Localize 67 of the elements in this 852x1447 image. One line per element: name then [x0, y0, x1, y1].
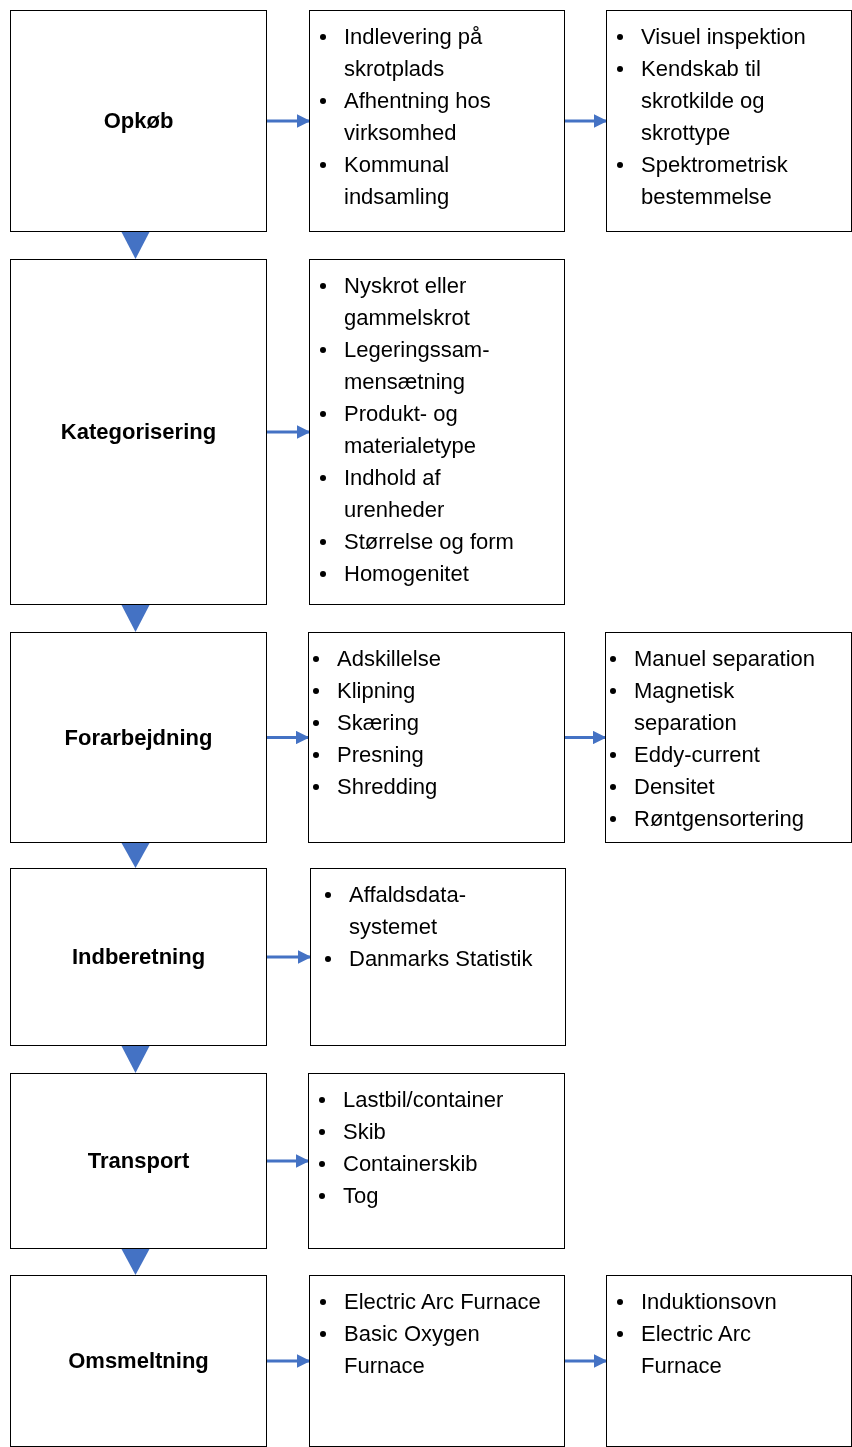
- bullet-item: Spektrometrisk bestemmelse: [641, 151, 789, 211]
- arrow: [267, 1154, 310, 1168]
- detail-box: [605, 632, 852, 843]
- step-title: Opkøb: [103, 108, 174, 134]
- arrow: [267, 950, 312, 964]
- bullet-item: Homogenitet: [344, 560, 470, 588]
- bullet-item: Produkt- og materialetype: [344, 400, 478, 460]
- bullet-item: Eddy-current: [634, 741, 761, 769]
- bullet-item: Shredding: [337, 773, 439, 801]
- bullet-item: Indhold af urenheder: [344, 464, 446, 524]
- bullet-item: Nyskrot eller gammelskrot: [344, 272, 471, 332]
- bullet-item: Klipning: [337, 677, 417, 705]
- bullet-item: Tog: [343, 1182, 380, 1210]
- arrow: [267, 1354, 311, 1368]
- down-arrow: [121, 232, 150, 259]
- detail-box: [606, 10, 852, 232]
- arrow: [565, 730, 607, 745]
- process-box: [10, 10, 267, 232]
- bullet-item: Densitet: [634, 773, 716, 801]
- arrow: [267, 730, 310, 745]
- process-box: [10, 868, 267, 1046]
- detail-box: [308, 1073, 565, 1249]
- bullet-item: Induktionsovn: [641, 1288, 778, 1316]
- bullet-item: Røntgensortering: [634, 805, 805, 833]
- bullet-item: Afhentning hos virksomhed: [344, 87, 492, 147]
- detail-box: [606, 1275, 852, 1447]
- bullet-item: Affaldsdata-systemet: [349, 881, 467, 941]
- bullet-item: Skib: [343, 1118, 387, 1146]
- process-box: [10, 1073, 267, 1249]
- step-title: Kategorisering: [60, 419, 217, 445]
- bullet-item: Containerskib: [343, 1150, 479, 1178]
- step-title: Indberetning: [71, 944, 206, 970]
- bullet-item: Basic Oxygen Furnace: [344, 1320, 481, 1380]
- step-title: Forarbejdning: [64, 724, 213, 751]
- bullet-item: Indlevering på skrotplads: [344, 23, 484, 83]
- step-title: Omsmeltning: [68, 1348, 209, 1374]
- bullet-item: Lastbil/container: [343, 1086, 505, 1114]
- process-box: [10, 1275, 267, 1447]
- bullet-item: Electric Arc Furnace: [344, 1288, 542, 1316]
- detail-box: [308, 632, 565, 843]
- detail-box: [309, 10, 565, 232]
- bullet-item: Skæring: [337, 709, 420, 737]
- arrow: [565, 114, 608, 128]
- arrow: [267, 425, 311, 439]
- arrow: [267, 114, 311, 128]
- bullet-item: Visuel inspektion: [641, 23, 807, 51]
- bullet-item: Kendskab til skrotkilde og skrottype: [641, 55, 766, 147]
- down-arrow: [121, 1046, 150, 1073]
- bullet-item: Legeringssam-mensætning: [344, 336, 491, 396]
- arrow: [565, 1354, 608, 1368]
- step-title: Transport: [87, 1148, 190, 1174]
- bullet-item: Presning: [337, 741, 425, 769]
- detail-box: [309, 259, 565, 605]
- bullet-item: Manuel separation: [634, 645, 816, 673]
- down-arrow: [121, 605, 150, 632]
- bullet-item: Danmarks Statistik: [349, 945, 534, 973]
- process-box: [10, 259, 267, 605]
- down-arrow: [121, 1249, 150, 1275]
- detail-box: [310, 868, 566, 1046]
- bullet-item: Magnetisk separation: [634, 677, 738, 737]
- bullet-item: Kommunal indsamling: [344, 151, 451, 211]
- detail-box: [309, 1275, 565, 1447]
- bullet-item: Adskillelse: [337, 645, 442, 673]
- bullet-item: Størrelse og form: [344, 528, 515, 556]
- bullet-item: Electric Arc Furnace: [641, 1320, 753, 1380]
- process-box: [10, 632, 267, 843]
- down-arrow: [121, 843, 150, 868]
